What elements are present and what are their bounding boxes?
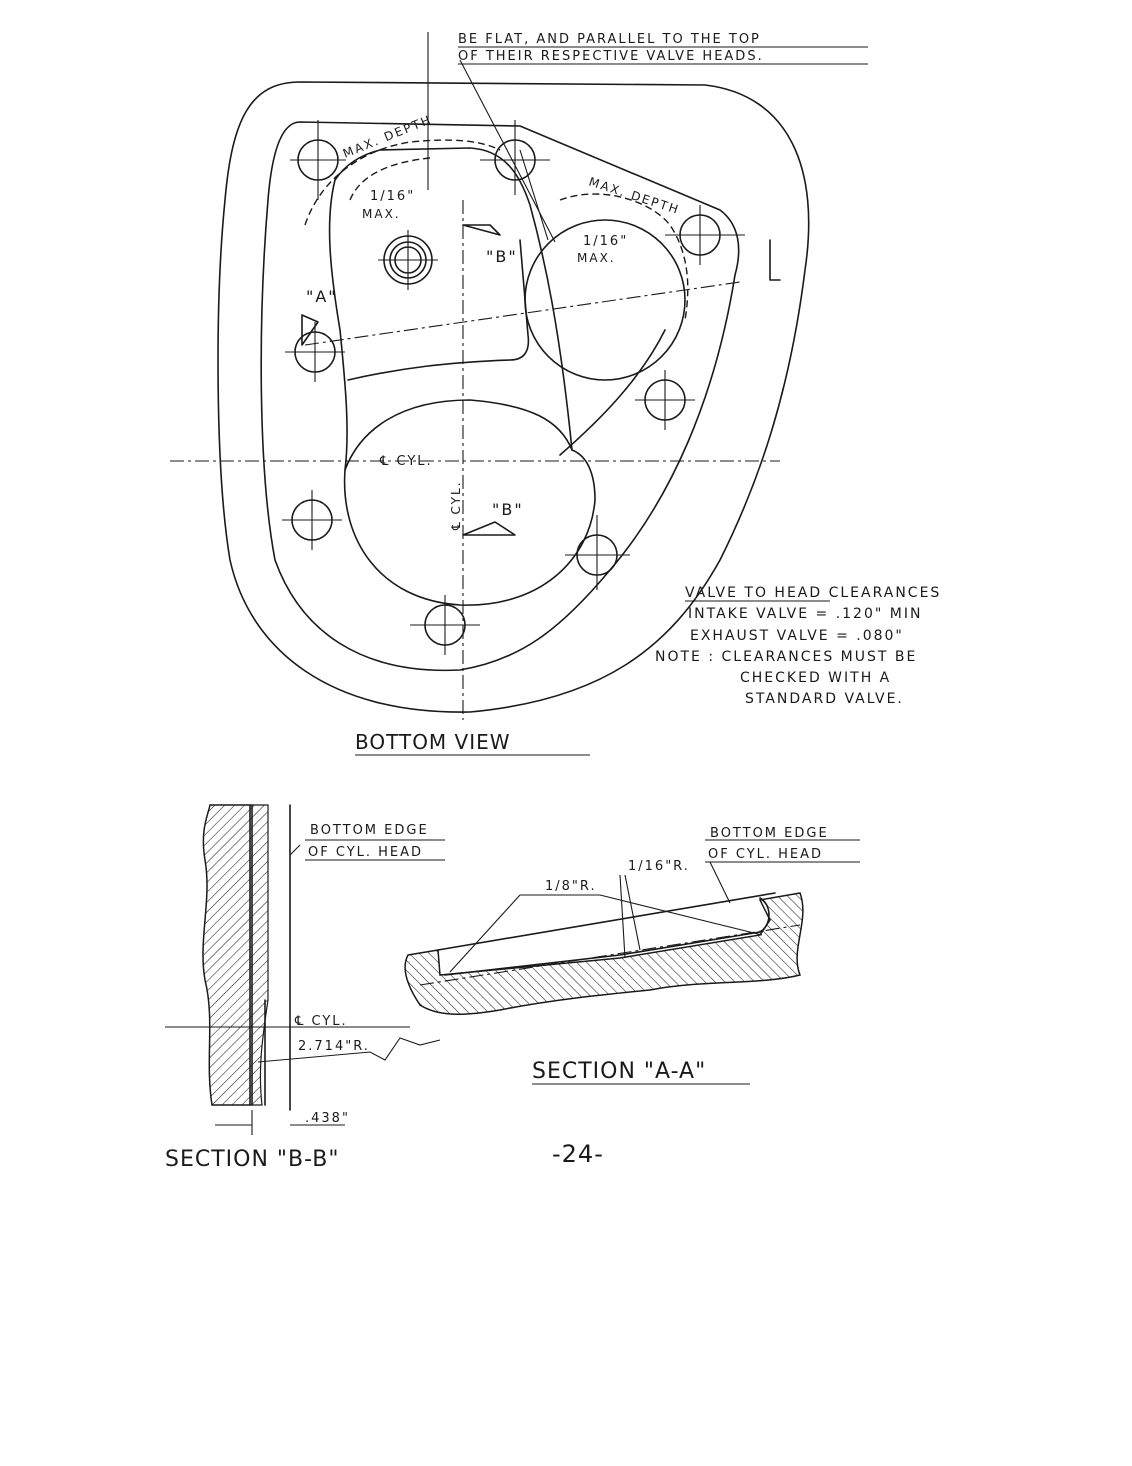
head-inner-outline	[260, 121, 740, 672]
head-outer-outline	[217, 81, 810, 713]
cyl-center-vertical-label: ℄ CYL.	[449, 480, 463, 531]
bolt-hole	[285, 322, 345, 382]
section-b-label-bottom: "B"	[492, 500, 524, 519]
note-line2: CHECKED WITH A	[740, 670, 891, 686]
bolt-hole	[565, 515, 630, 590]
bottom-view: MAX. DEPTH 1/16" MAX. MAX. DEPTH 1/16" M…	[170, 32, 810, 756]
section-bb-hatched-wall	[202, 804, 251, 1106]
section-bb-edge-label1: BOTTOM EDGE	[310, 823, 429, 838]
section-bb-radius-label: 2.714"R.	[298, 1039, 370, 1054]
sixteenth-label-left: 1/16"	[370, 189, 415, 204]
section-aa-sixteenth-radius: 1/16"R.	[628, 859, 690, 874]
bolt-hole	[290, 120, 346, 200]
combustion-chamber	[328, 147, 573, 471]
top-note-line1: BE FLAT, AND PARALLEL TO THE TOP	[458, 32, 761, 47]
intake-clearance: INTAKE VALVE = .120" MIN	[688, 606, 922, 622]
max-label-left: MAX.	[362, 207, 401, 221]
bolt-hole	[665, 205, 745, 265]
spark-plug-hole	[378, 230, 438, 290]
sixteenth-label-right: 1/16"	[583, 234, 628, 249]
max-depth-label-right: MAX. DEPTH	[587, 175, 682, 218]
top-note-line2: OF THEIR RESPECTIVE VALVE HEADS.	[458, 49, 764, 64]
section-a-line	[304, 281, 741, 346]
exhaust-valve-pocket	[524, 219, 686, 381]
section-aa-edge-label2: OF CYL. HEAD	[708, 847, 823, 862]
bolt-hole	[282, 490, 342, 550]
top-note: BE FLAT, AND PARALLEL TO THE TOP OF THEI…	[458, 32, 868, 65]
section-bb-edge-label2: OF CYL. HEAD	[308, 845, 423, 860]
max-depth-label-left: MAX. DEPTH	[341, 112, 434, 161]
section-bb: BOTTOM EDGE OF CYL. HEAD ℄ CYL. 2.714"R.…	[165, 804, 445, 1172]
exhaust-clearance: EXHAUST VALVE = .080"	[690, 628, 904, 644]
cyl-center-label: ℄ CYL.	[379, 454, 433, 469]
clearance-heading: VALVE TO HEAD CLEARANCES	[685, 585, 941, 601]
note-line1: NOTE : CLEARANCES MUST BE	[655, 649, 917, 665]
section-aa-title: SECTION "A-A"	[532, 1059, 706, 1084]
max-label-right: MAX.	[577, 251, 616, 265]
section-bb-title: SECTION "B-B"	[165, 1147, 340, 1172]
section-bb-dim-label: .438"	[305, 1111, 350, 1126]
section-aa-edge-label1: BOTTOM EDGE	[710, 826, 829, 841]
clearance-notes: VALVE TO HEAD CLEARANCES INTAKE VALVE = …	[655, 585, 941, 707]
section-bb-cyl-label: ℄ CYL.	[294, 1014, 348, 1029]
bottom-view-title: BOTTOM VIEW	[355, 730, 511, 754]
section-b-label-top: "B"	[486, 247, 518, 266]
page-number: -24-	[552, 1140, 604, 1168]
section-a-label: "A"	[306, 287, 338, 306]
bolt-hole	[410, 595, 480, 655]
section-aa-eighth-radius: 1/8"R.	[545, 879, 597, 894]
section-aa: BOTTOM EDGE OF CYL. HEAD 1/8"R. 1/16"R. …	[404, 826, 860, 1085]
section-aa-hatched-body	[404, 892, 804, 1015]
bolt-hole	[635, 370, 695, 430]
note-line3: STANDARD VALVE.	[745, 691, 904, 707]
bolt-hole	[480, 120, 550, 195]
